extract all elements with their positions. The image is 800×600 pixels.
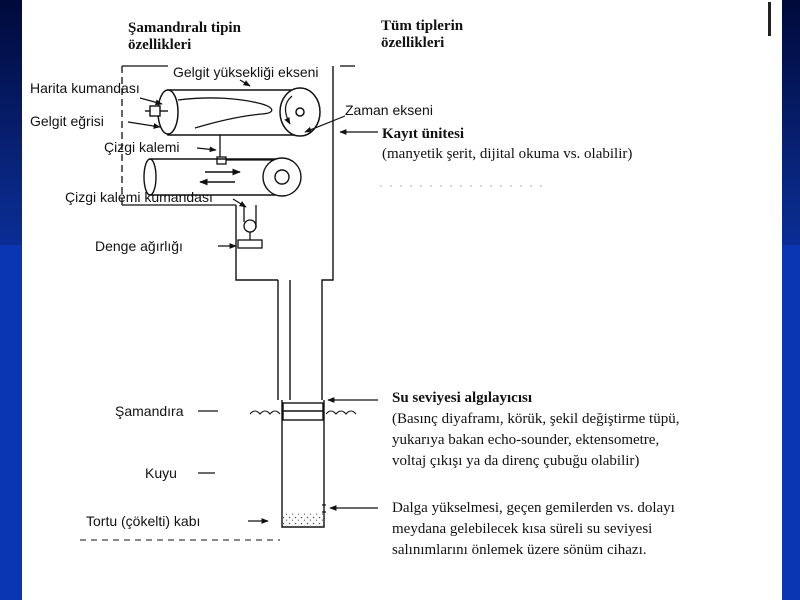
drum-rotation-arrow [284, 95, 293, 125]
slide-frame-left-lower [0, 245, 22, 600]
damper-desc-line1: Dalga yükselmesi, geçen gemilerden vs. d… [392, 500, 675, 516]
recording-unit-title: Kayıt ünitesi [382, 126, 465, 142]
sediment-fill [283, 513, 323, 527]
well-label: Kuyu [145, 465, 177, 481]
map-control-knob [145, 105, 168, 117]
sensor-desc-line3: voltaj çıkışı ya da direnç çubuğu olabil… [392, 453, 640, 469]
damper-desc-line2: meydana gelebilecek kısa süreli su seviy… [392, 521, 653, 537]
recorder-drum [157, 87, 321, 137]
right-leader-arrows [304, 115, 378, 511]
water-surface [249, 410, 357, 415]
map-control-label: Harita kumandası [30, 80, 140, 96]
tide-height-axis-label: Gelgit yüksekliği ekseni [173, 64, 319, 80]
recording-unit-desc: (manyetik şerit, dijital okuma vs. olabi… [382, 146, 633, 162]
tide-curve-label: Gelgit eğrisi [30, 113, 104, 129]
scan-artifact-bar [768, 2, 771, 36]
pen-label: Çizgi kalemi [104, 139, 180, 155]
float-type-boundary [121, 65, 355, 206]
time-axis-label: Zaman ekseni [345, 102, 433, 118]
counterweight-assembly [237, 205, 263, 249]
sediment-container-label: Tortu (çökelti) kabı [86, 513, 201, 529]
pulley-belt [143, 157, 302, 197]
all-types-title-line1: Tüm tiplerin [381, 18, 464, 34]
slide-frame-right-lower [782, 245, 800, 600]
sensor-desc-line1: (Basınç diyaframı, körük, şekil değiştir… [392, 411, 680, 427]
float-type-title-line2: özellikleri [128, 37, 192, 53]
float-label: Şamandıra [115, 403, 184, 419]
pen-control-label: Çizgi kalemi kumandası [65, 189, 213, 205]
tide-curve-line [177, 97, 273, 129]
sensor-desc-line2: yukarıya bakan echo-sounder, ektensometr… [392, 432, 660, 448]
float-type-title-line1: Şamandıralı tipin [128, 20, 241, 36]
counterweight-label: Denge ağırlığı [95, 238, 183, 254]
tide-axis-pointer [239, 79, 251, 87]
damper-marker [322, 504, 326, 513]
float-body [282, 402, 324, 421]
pen-linkage [216, 135, 275, 165]
left-leader-arrows [127, 97, 269, 524]
sensor-title: Su seviyesi algılayıcısı [392, 390, 533, 406]
damper-desc-line3: salınımlarını önlemek üzere sönüm cihazı… [392, 542, 647, 558]
recording-unit-housing [235, 66, 334, 400]
all-types-title-line2: özellikleri [381, 35, 445, 51]
